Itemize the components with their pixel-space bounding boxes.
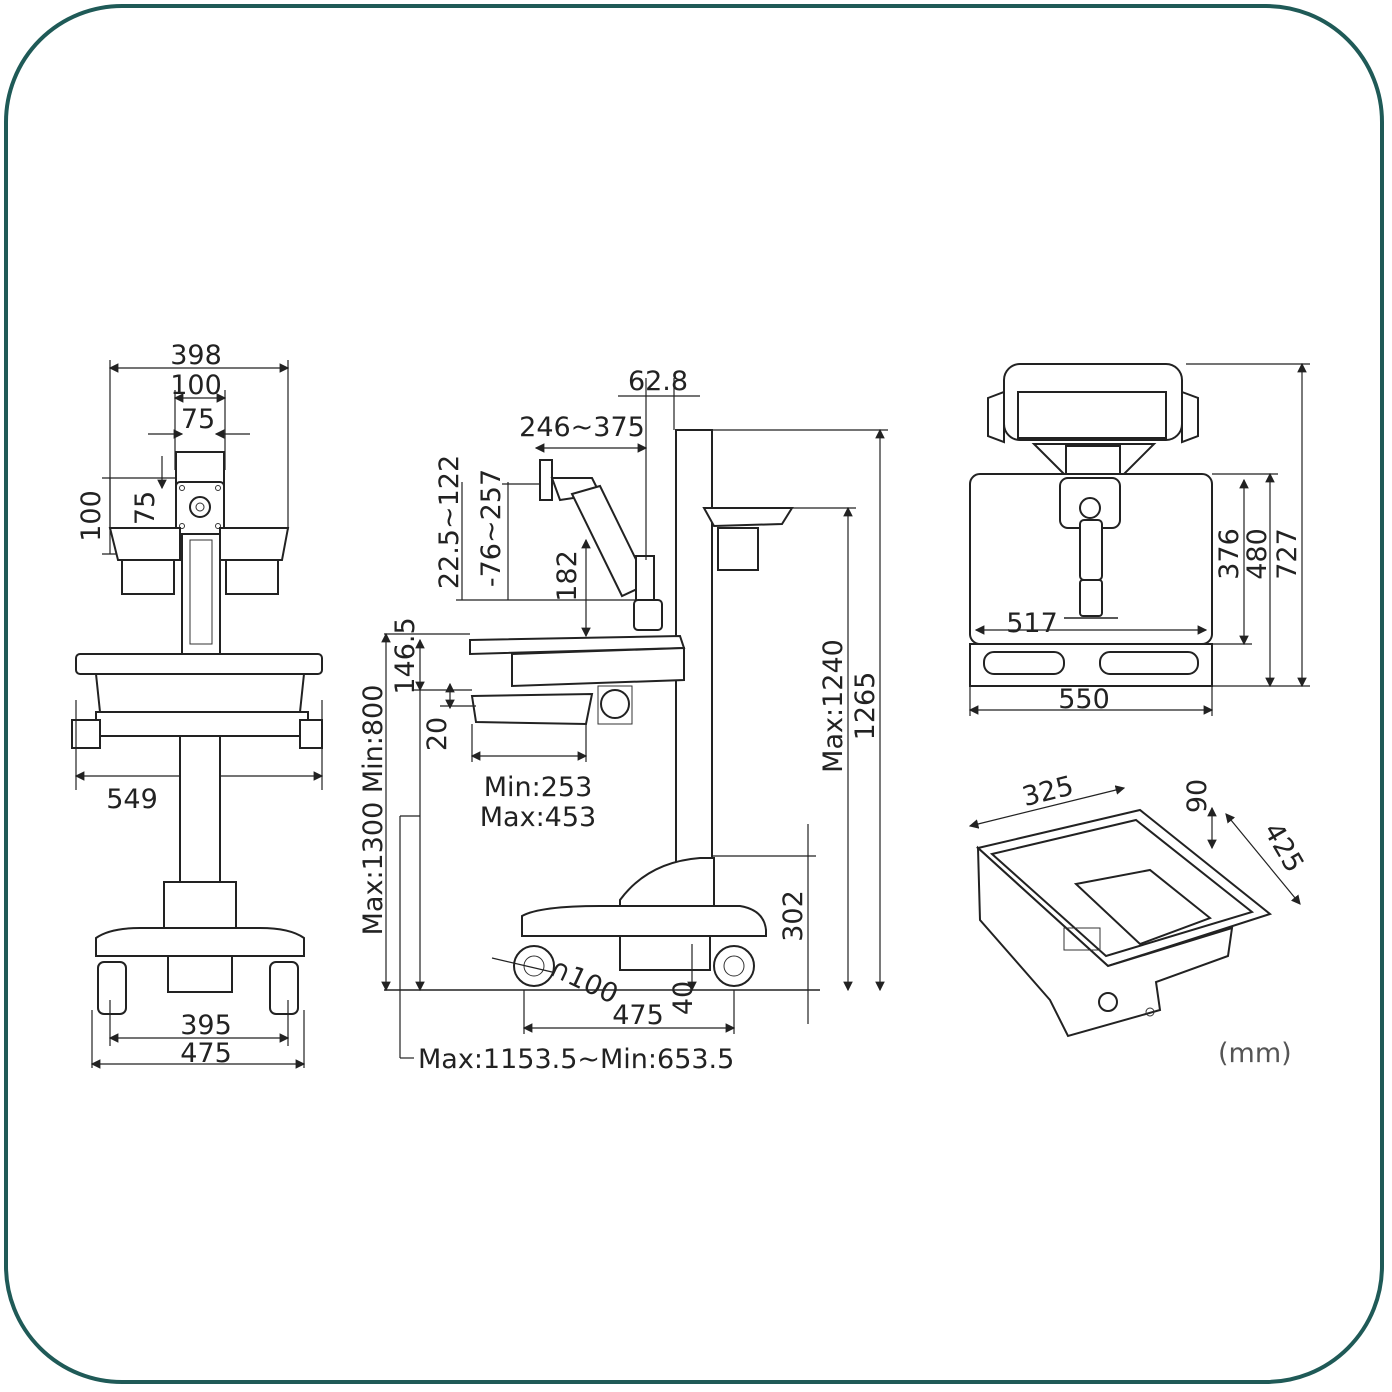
dim-side-kb-max: Max:453 (480, 802, 596, 833)
dim-side-182: 182 (552, 550, 583, 602)
dim-front-398: 398 (170, 340, 222, 371)
dim-front-395: 395 (180, 1010, 232, 1041)
dim-side-1240: Max:1240 (818, 639, 849, 773)
dim-drawer-325: 325 (1019, 770, 1077, 813)
dim-front-100: 100 (170, 370, 222, 401)
dim-top-727: 727 (1272, 528, 1303, 580)
dim-front-h100: 100 (76, 490, 107, 542)
dim-side-reach-range: Max:1153.5~Min:653.5 (418, 1044, 734, 1075)
dim-side-40: 40 (668, 981, 699, 1015)
dim-drawer-425: 425 (1257, 818, 1310, 878)
unit-label: (mm) (1218, 1038, 1292, 1069)
dim-side-height-range: Max:1300 Min:800 (358, 685, 389, 936)
dim-side-20: 20 (422, 717, 453, 751)
dim-side-reach: 246~375 (519, 412, 645, 443)
dim-side-swivel: -76~257 (476, 469, 507, 587)
dim-top-517: 517 (1006, 608, 1058, 639)
dim-front-75: 75 (181, 404, 215, 435)
front-view: 398 100 75 100 75 (71, 340, 324, 1069)
dim-side-tilt: 22.5~122 (434, 455, 465, 589)
dim-side-62-8: 62.8 (628, 366, 688, 397)
dim-top-480: 480 (1242, 528, 1273, 580)
dim-side-302: 302 (778, 890, 809, 942)
top-view: 517 550 376 480 727 (968, 362, 1310, 716)
dim-front-h75: 75 (130, 491, 161, 525)
dim-side-kb-min: Min:253 (484, 772, 593, 803)
dim-side-146-5: 146.5 (390, 617, 421, 694)
dim-top-376: 376 (1214, 528, 1245, 580)
dim-front-475: 475 (180, 1038, 232, 1069)
side-view: 62.8 246~375 22.5~122 -76~257 182 146.5 … (358, 366, 888, 1075)
dim-side-1265: 1265 (850, 672, 881, 741)
dim-side-475: 475 (612, 1000, 664, 1031)
dim-side-caster-dia: ∩100 (545, 952, 623, 1010)
dim-top-550: 550 (1058, 684, 1110, 715)
drawer-view: 325 90 425 (968, 770, 1310, 1038)
dim-front-549: 549 (106, 784, 158, 815)
dim-drawer-90: 90 (1182, 779, 1213, 813)
